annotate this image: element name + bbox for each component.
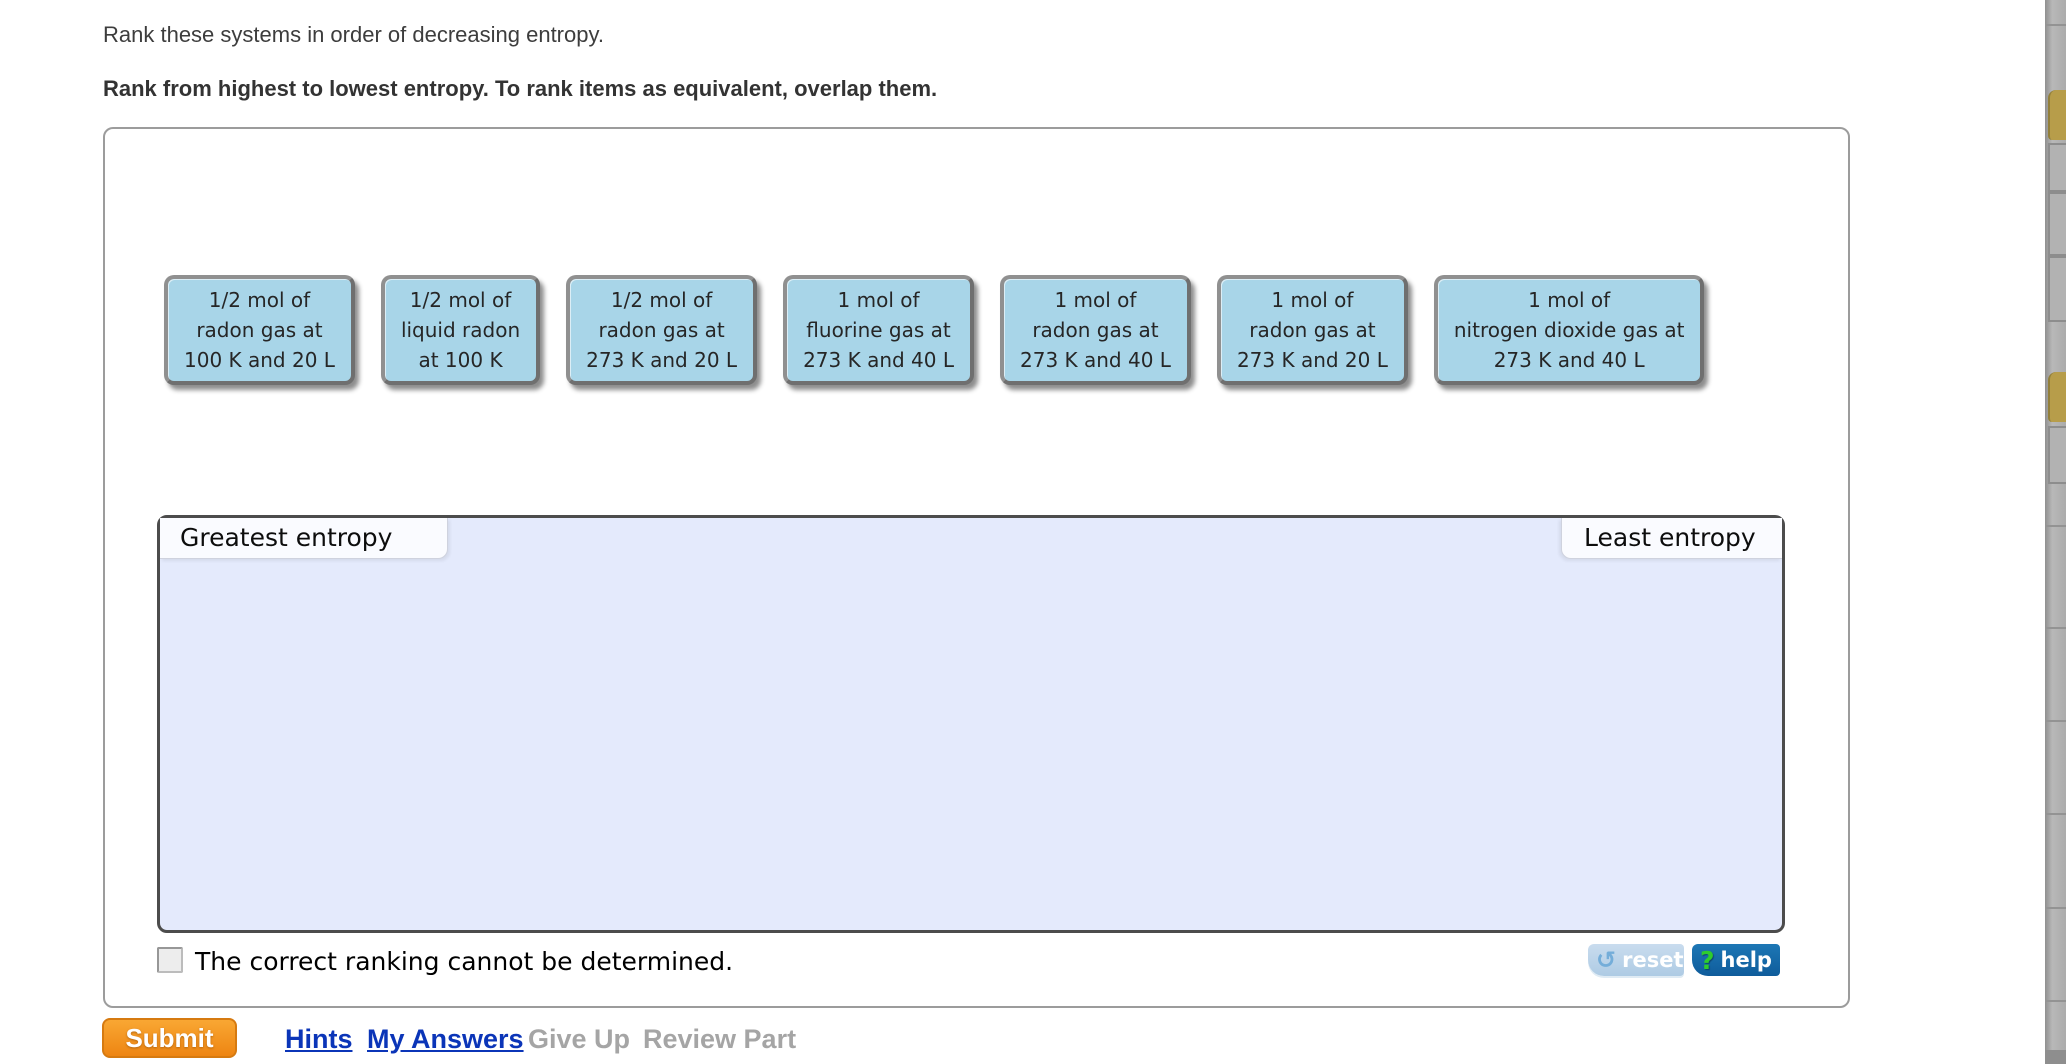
tile-line: 273 K and 40 L (1020, 348, 1171, 372)
tile-line: radon gas at (196, 318, 323, 342)
submit-button[interactable]: Submit (102, 1018, 237, 1058)
tile-line: 273 K and 20 L (586, 348, 738, 372)
edge-divider-line (2045, 627, 2066, 629)
tile-line: 273 K and 20 L (1236, 348, 1388, 372)
instruction-text: Rank from highest to lowest entropy. To … (103, 76, 938, 101)
tile-line: 1 mol of (1528, 288, 1611, 312)
greatest-entropy-label: Greatest entropy (160, 518, 448, 559)
draggable-tile-radon-gas-273k-20l[interactable]: 1 mol of radon gas at 273 K and 20 L (1216, 275, 1408, 385)
tile-line: 1 mol of (837, 288, 920, 312)
edge-cutoff-highlight-bottom (2048, 372, 2066, 422)
tile-line: fluorine gas at (806, 318, 951, 342)
tile-line: 100 K and 20 L (184, 348, 335, 372)
ranking-dropzone[interactable]: Greatest entropy Least entropy (157, 515, 1785, 933)
draggable-tile-fluorine-gas-273k-40l[interactable]: 1 mol of fluorine gas at 273 K and 40 L (783, 275, 974, 385)
tile-line: 1/2 mol of (208, 288, 311, 312)
least-entropy-label: Least entropy (1561, 518, 1782, 559)
review-part-link-disabled: Review Part (643, 1024, 797, 1054)
tile-line: at 100 K (418, 348, 503, 372)
help-button[interactable]: ? help (1692, 944, 1780, 976)
edge-divider-line (2045, 1000, 2066, 1002)
edge-divider-line (2045, 525, 2066, 527)
edge-divider-line (2045, 24, 2066, 26)
tile-line: liquid radon (400, 318, 521, 342)
tile-line: radon gas at (1249, 318, 1376, 342)
help-button-label: help (1720, 948, 1772, 972)
edge-cutoff-highlight-top (2048, 90, 2066, 140)
tile-line: 1 mol of (1054, 288, 1137, 312)
edge-cutoff-box (2048, 256, 2066, 322)
edge-cutoff-box (2048, 192, 2066, 256)
edge-cutoff-box (2048, 426, 2066, 484)
reset-circular-arrow-icon: ↺ (1596, 946, 1617, 974)
my-answers-link[interactable]: My Answers (367, 1024, 524, 1054)
tile-line: 273 K and 40 L (803, 348, 954, 372)
ranking-activity-panel: 1/2 mol of radon gas at 100 K and 20 L 1… (103, 127, 1850, 1008)
draggable-tile-nitrogen-dioxide-gas[interactable]: 1 mol of nitrogen dioxide gas at 273 K a… (1433, 275, 1705, 385)
cannot-determine-checkbox[interactable] (157, 947, 183, 973)
tile-line: 273 K and 40 L (1493, 348, 1645, 372)
tile-line: 1/2 mol of (610, 288, 713, 312)
edge-cutoff-box (2048, 143, 2066, 192)
draggable-tile-radon-gas-100k-20l[interactable]: 1/2 mol of radon gas at 100 K and 20 L (164, 275, 355, 385)
edge-divider-line (2045, 907, 2066, 909)
help-question-icon: ? (1700, 945, 1715, 975)
tile-line: 1 mol of (1271, 288, 1354, 312)
hints-link[interactable]: Hints (285, 1024, 353, 1054)
window-edge-strip (2045, 0, 2066, 1064)
tile-line: radon gas at (598, 318, 725, 342)
reset-button-label: reset (1622, 948, 1684, 972)
cannot-determine-label: The correct ranking cannot be determined… (195, 947, 734, 976)
tile-line: radon gas at (1032, 318, 1159, 342)
draggable-tile-radon-gas-273k-20l-half[interactable]: 1/2 mol of radon gas at 273 K and 20 L (566, 275, 758, 385)
tile-line: nitrogen dioxide gas at (1453, 318, 1685, 342)
reset-button[interactable]: ↺ reset (1588, 944, 1684, 976)
give-up-link-disabled: Give Up (528, 1024, 631, 1054)
tile-tray: 1/2 mol of radon gas at 100 K and 20 L 1… (164, 275, 1705, 385)
edge-divider-line (2045, 720, 2066, 722)
edge-divider-line (2045, 813, 2066, 815)
draggable-tile-liquid-radon-100k[interactable]: 1/2 mol of liquid radon at 100 K (380, 275, 541, 385)
draggable-tile-radon-gas-273k-40l[interactable]: 1 mol of radon gas at 273 K and 40 L (1000, 275, 1191, 385)
tile-line: 1/2 mol of (409, 288, 512, 312)
edge-bottom-cap (2045, 1050, 2066, 1064)
question-text: Rank these systems in order of decreasin… (103, 22, 604, 47)
